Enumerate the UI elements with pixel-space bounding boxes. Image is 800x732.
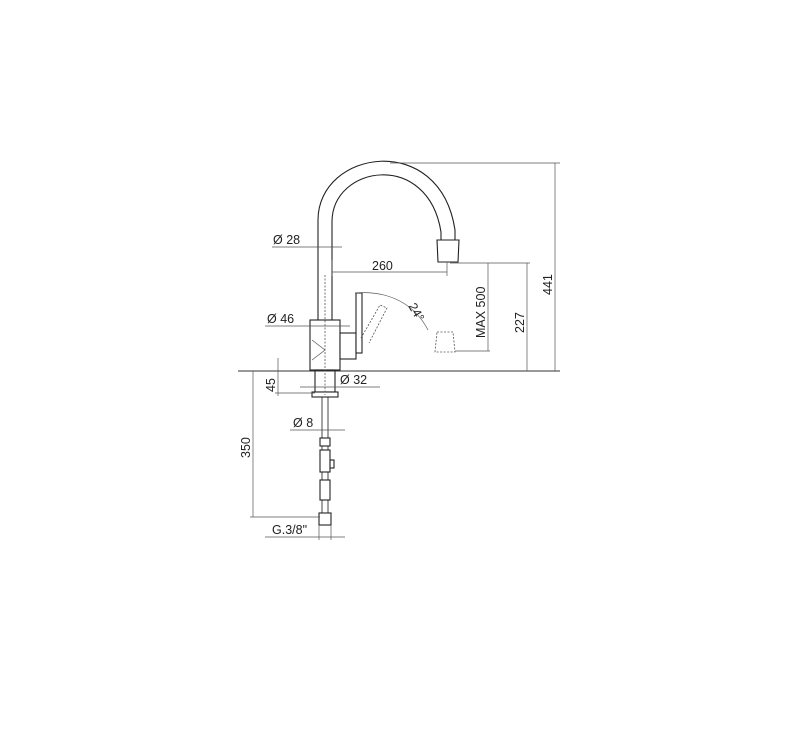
faucet-body <box>309 160 460 398</box>
base-height-label: 45 <box>264 378 278 392</box>
supply-hose <box>318 397 335 526</box>
spout-reach-label: 260 <box>372 259 393 273</box>
hose-length-label: 350 <box>239 437 253 458</box>
hose-diameter-label: Ø 8 <box>293 416 313 430</box>
total-height-label: 441 <box>541 274 555 295</box>
spout-diameter-label: Ø 28 <box>273 233 300 247</box>
lever-angle-label: 24° <box>405 301 427 324</box>
dimension-lines <box>238 162 560 540</box>
base-diameter-label: Ø 32 <box>340 373 367 387</box>
body-diameter-label: Ø 46 <box>267 312 294 326</box>
spray-head-outline <box>434 331 456 353</box>
connection-thread-label: G.3/8" <box>272 523 307 537</box>
max-clearance-label: MAX 500 <box>474 287 488 338</box>
spout-height-label: 227 <box>513 312 527 333</box>
